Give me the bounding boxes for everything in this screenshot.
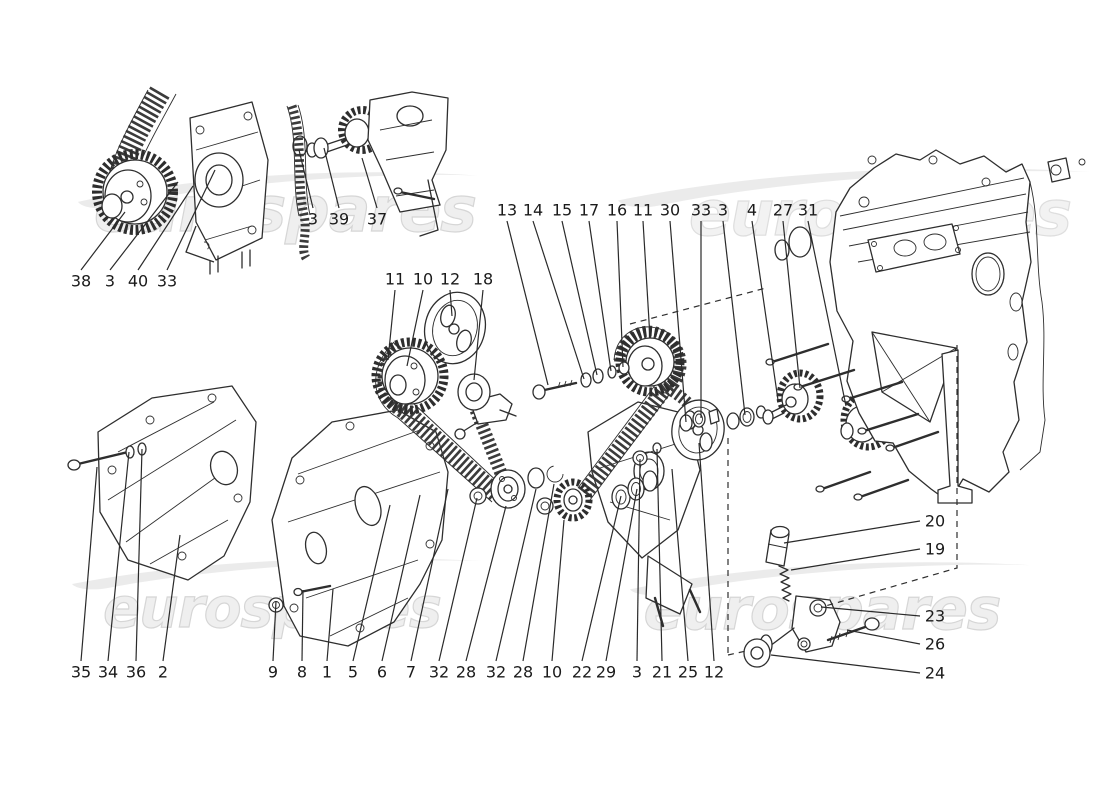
part-number-40: 40 [127, 271, 149, 291]
part-number-19: 19 [924, 539, 946, 559]
part-number-38: 38 [70, 271, 92, 291]
part-number-24: 24 [924, 663, 946, 683]
part-number-32: 32 [428, 662, 450, 682]
part-number-25: 25 [677, 662, 699, 682]
part-number-14: 14 [522, 200, 544, 220]
part-number-31: 31 [797, 200, 819, 220]
part-number-30: 30 [659, 200, 681, 220]
belt-cover-right [268, 409, 449, 647]
engine-block [765, 149, 1086, 504]
part-number-17: 17 [578, 200, 600, 220]
part-number-12: 12 [703, 662, 725, 682]
part-number-32: 32 [485, 662, 507, 682]
part-number-4: 4 [746, 200, 758, 220]
part-number-12: 12 [439, 269, 461, 289]
part-number-22: 22 [571, 662, 593, 682]
part-number-3: 3 [307, 209, 319, 229]
part-number-3: 3 [631, 662, 643, 682]
part-number-16: 16 [606, 200, 628, 220]
part-number-28: 28 [455, 662, 477, 682]
part-number-28: 28 [512, 662, 534, 682]
part-number-39: 39 [328, 209, 350, 229]
part-number-15: 15 [551, 200, 573, 220]
part-number-3: 3 [104, 271, 116, 291]
part-number-27: 27 [772, 200, 794, 220]
part-number-9: 9 [267, 662, 279, 682]
part-number-21: 21 [651, 662, 673, 682]
part-number-10: 10 [412, 269, 434, 289]
part-number-2: 2 [157, 662, 169, 682]
part-number-13: 13 [496, 200, 518, 220]
part-number-29: 29 [595, 662, 617, 682]
construction-lines [629, 287, 958, 658]
part-number-20: 20 [924, 511, 946, 531]
part-number-5: 5 [347, 662, 359, 682]
part-number-6: 6 [376, 662, 388, 682]
part-number-26: 26 [924, 634, 946, 654]
part-number-33: 33 [690, 200, 712, 220]
part-number-7: 7 [405, 662, 417, 682]
part-number-11: 11 [632, 200, 654, 220]
tensioner-detail [743, 525, 880, 668]
part-number-23: 23 [924, 606, 946, 626]
part-number-36: 36 [125, 662, 147, 682]
part-number-10: 10 [541, 662, 563, 682]
part-number-34: 34 [97, 662, 119, 682]
part-number-8: 8 [296, 662, 308, 682]
part-number-11: 11 [384, 269, 406, 289]
part-number-33: 33 [156, 271, 178, 291]
part-number-3: 3 [717, 200, 729, 220]
upper-left-assembly [92, 86, 449, 275]
part-number-18: 18 [472, 269, 494, 289]
part-number-37: 37 [366, 209, 388, 229]
part-number-35: 35 [70, 662, 92, 682]
part-number-1: 1 [321, 662, 333, 682]
